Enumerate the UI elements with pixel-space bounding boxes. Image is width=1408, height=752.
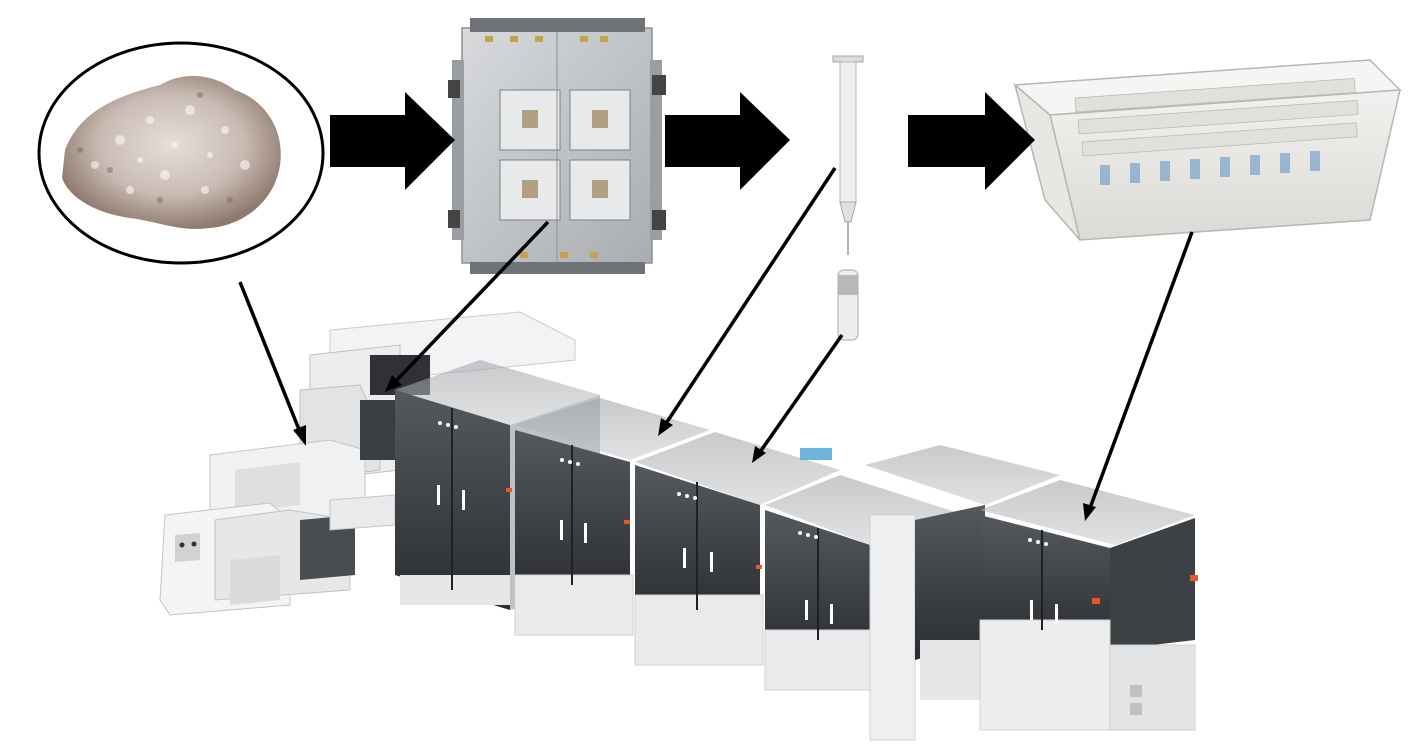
line-module-3	[634, 432, 840, 666]
callout-granulate-to-hopper	[238, 281, 306, 446]
callout-mold-to-machine	[385, 220, 550, 392]
syringe-barrel-icon	[832, 55, 864, 255]
callout-lines	[238, 167, 1194, 521]
injection-mold-icon	[448, 18, 666, 274]
flow-arrow-3-icon	[908, 92, 1035, 190]
callout-barrel-to-module	[658, 167, 837, 436]
flow-arrow-2-icon	[665, 92, 790, 190]
injection-molding-machine	[159, 311, 576, 616]
needle-shield-icon	[837, 269, 859, 341]
line-module-6	[979, 480, 1198, 731]
line-module-5	[865, 445, 1060, 700]
line-module-2	[514, 398, 710, 636]
plastic-granules-icon	[37, 41, 325, 265]
production-line-icon	[159, 311, 1198, 741]
callout-tray-to-module	[1083, 231, 1194, 521]
flow-arrow-1-icon	[330, 92, 455, 190]
line-module-4	[764, 475, 965, 741]
callout-shield-to-module	[752, 333, 844, 463]
nest-tub-icon	[1013, 59, 1402, 241]
